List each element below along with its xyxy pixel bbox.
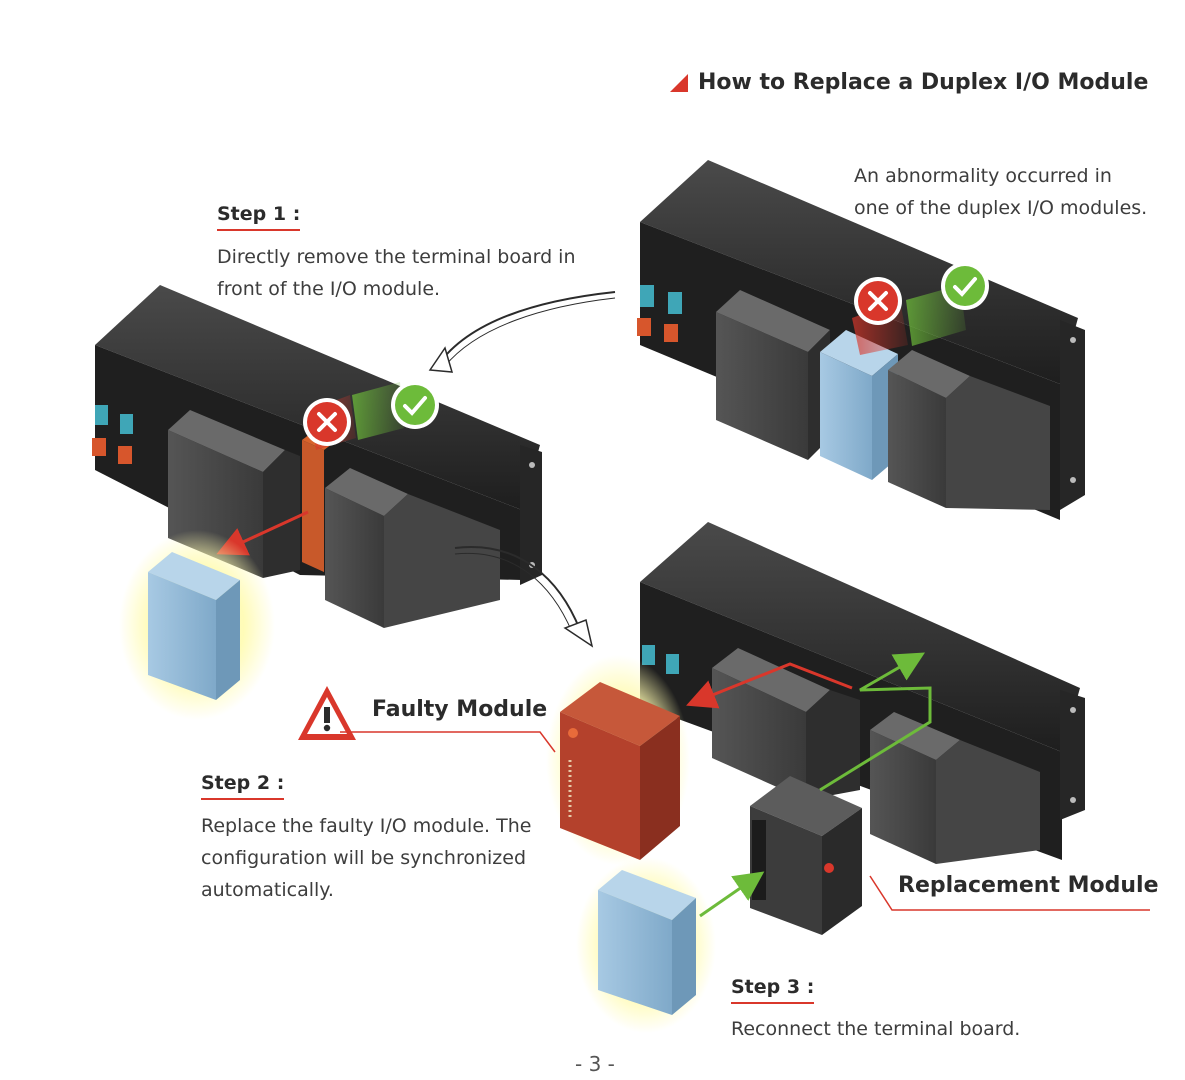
curved-arrow-icon [437,291,616,366]
replacement-module-callout: Replacement Module [898,873,1159,898]
step2-text: Replace the faulty I/O module. The confi… [201,815,532,901]
warning-icon [298,686,356,740]
faulty-module [560,682,680,860]
error-x-icon [854,277,902,325]
step1-text: Directly remove the terminal board in fr… [217,246,576,300]
rack-step2 [640,522,1085,864]
check-ok-icon [391,381,439,429]
curved-arrow-icon [454,546,581,631]
step3-label: Step 3 : [731,976,815,1004]
intro-text: An abnormality occurred in one of the du… [854,165,1148,219]
triangle-marker-icon [670,73,688,92]
faulty-module-callout: Faulty Module [372,697,548,722]
terminal-board-removed [148,552,240,700]
terminal-board-reconnect [598,870,696,1015]
rack-intro [637,160,1085,520]
check-ok-icon [941,262,989,310]
step3-text: Reconnect the terminal board. [731,1018,1021,1040]
step1-label: Step 1 : [217,203,301,231]
step2-label: Step 2 : [201,772,285,800]
page-title-text: How to Replace a Duplex I/O Module [698,70,1149,95]
page-title: How to Replace a Duplex I/O Module [670,70,1148,95]
replacement-module [750,776,862,935]
page-number: - 3 - [575,1052,615,1076]
error-x-icon [303,398,351,446]
